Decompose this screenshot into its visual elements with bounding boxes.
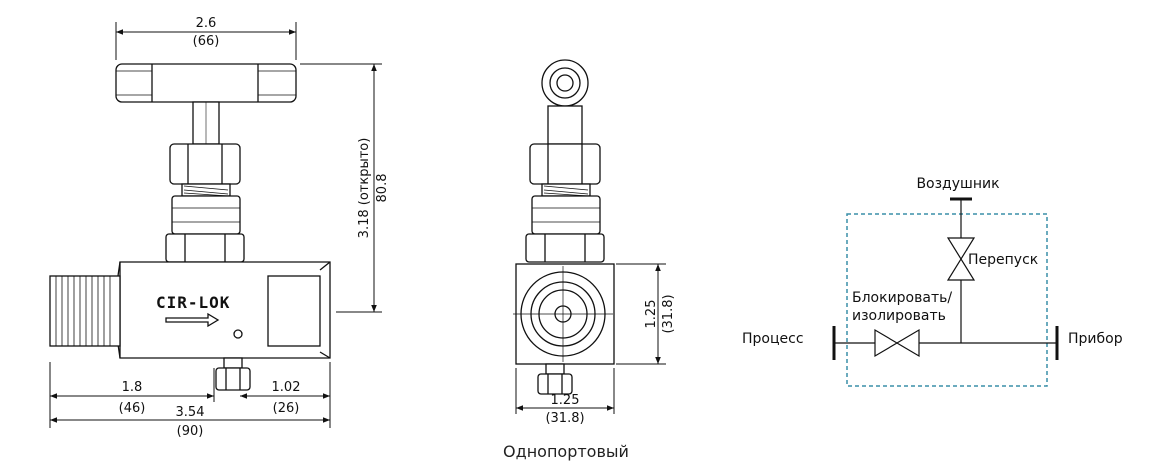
dim-top-width-mm: (66) [193, 34, 220, 49]
male-thread [49, 275, 121, 347]
dim-right-mm: (26) [273, 401, 300, 416]
vent-label: Воздушник [916, 176, 999, 192]
dim-left-mm: (46) [119, 401, 146, 416]
block-label-line2: изолировать [852, 308, 946, 324]
end-stem [547, 105, 583, 145]
dim-right-in: 1.02 [272, 380, 301, 395]
brand-logo: CIR-LOK [156, 293, 230, 312]
instrument-label: Прибор [1068, 331, 1123, 347]
bypass-valve-symbol [946, 237, 976, 281]
end-dim-width-mm: (31.8) [545, 411, 584, 426]
bypass-label: Перепуск [968, 252, 1038, 268]
dim-top-width-in: 2.6 [196, 16, 217, 31]
dim-height-label: 3.18 (открыто) [357, 138, 372, 239]
end-bonnet [531, 195, 601, 235]
end-view-dimensions [515, 263, 666, 414]
end-dim-height-in: 1.25 [644, 300, 659, 329]
process-label: Процесс [742, 331, 804, 347]
end-view-drawing [513, 59, 615, 395]
t-handle [115, 63, 297, 103]
side-view-drawing [49, 63, 331, 391]
end-dim-width-in: 1.25 [551, 393, 580, 408]
dim-total-in: 3.54 [176, 405, 205, 420]
flow-arrow [165, 312, 220, 328]
block-label-line1: Блокировать/ [852, 290, 952, 306]
valve-schematic [832, 197, 1059, 387]
bottom-plug [215, 367, 251, 391]
end-bottom-plug [537, 373, 573, 395]
female-port [267, 275, 321, 347]
packing-nut [169, 143, 241, 185]
block-valve-symbol [874, 328, 920, 358]
single-port-caption: Однопортовый [503, 442, 629, 461]
end-dim-height-mm: (31.8) [661, 294, 676, 333]
manifold-boundary [846, 213, 1048, 387]
dim-total-mm: (90) [177, 424, 204, 439]
side-view-dimensions [49, 22, 382, 428]
body-dot [233, 329, 243, 339]
bonnet-hex [171, 195, 241, 235]
lock-nut [165, 233, 245, 263]
dim-height-mm: 80.8 [375, 174, 390, 203]
end-packing-nut [529, 143, 601, 185]
dim-left-in: 1.8 [122, 380, 143, 395]
